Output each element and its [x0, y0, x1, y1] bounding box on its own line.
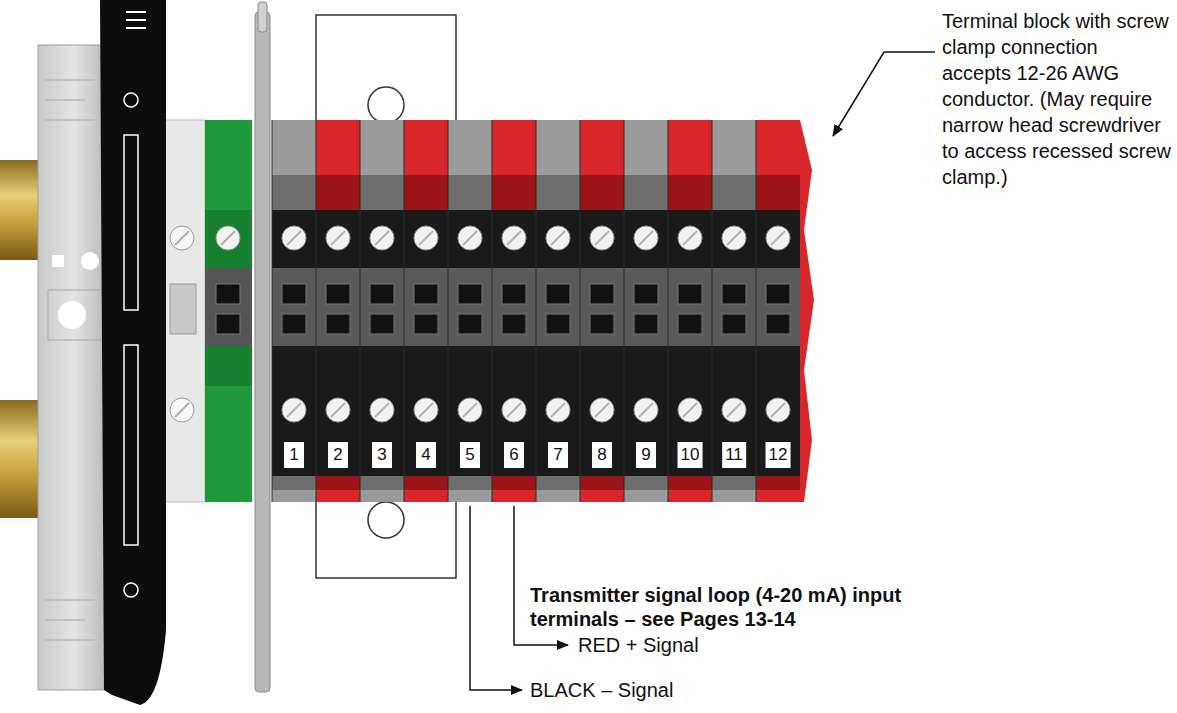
illustration-part [536, 120, 580, 502]
illustration-part [316, 15, 456, 135]
black-end-bracket [100, 0, 166, 705]
illustration-part [124, 583, 138, 597]
illustration-part [216, 284, 240, 304]
illustration-part [404, 120, 448, 502]
mounting-bracket [316, 15, 456, 578]
illustration-part [45, 620, 85, 621]
signal-name: BLACK – Signal [530, 678, 673, 702]
illustration-part [124, 93, 138, 107]
illustration-part [170, 226, 194, 250]
terminal-number: 8 [592, 442, 612, 468]
illustration-part [470, 506, 522, 690]
terminal-number: 12 [766, 442, 791, 468]
illustration-part [81, 252, 99, 270]
illustration-part [170, 398, 194, 422]
illustration-part [45, 600, 95, 601]
illustration-part [258, 2, 267, 32]
illustration-part [175, 231, 189, 245]
illustration-part [712, 120, 756, 502]
terminal-number: 1 [284, 442, 304, 468]
illustration-part [360, 120, 404, 502]
illustration-part [368, 87, 404, 123]
illustration-part [48, 290, 103, 340]
terminal-number: 11 [722, 442, 746, 468]
illustration-part [205, 268, 252, 346]
terminal-number: 6 [504, 442, 524, 468]
terminal-number: 4 [416, 442, 436, 468]
terminal-number: 3 [372, 442, 392, 468]
illustration-part [668, 120, 712, 502]
illustration-part [126, 27, 146, 29]
illustration-part [316, 120, 360, 502]
illustration-part [255, 12, 270, 692]
terminal-number: 2 [328, 442, 348, 468]
terminal-number: 9 [636, 442, 656, 468]
connector-body [38, 45, 110, 690]
illustration-part [833, 52, 935, 136]
leader-lines [470, 52, 935, 690]
illustration-part [38, 45, 110, 690]
illustration-part [221, 231, 235, 245]
illustration-part [800, 120, 814, 502]
illustration-part [45, 100, 85, 101]
illustration-part [580, 120, 624, 502]
illustration-part [126, 11, 146, 13]
illustration-part [126, 19, 146, 21]
terminal-number: 5 [460, 442, 480, 468]
illustration-part [205, 120, 252, 502]
callout-note: Terminal block with screw clamp connecti… [942, 8, 1172, 190]
illustration-part [124, 135, 138, 310]
illustration-part [205, 210, 252, 268]
illustration-part [124, 345, 138, 545]
illustration-part [448, 120, 492, 502]
illustration-part [272, 120, 316, 502]
illustration-part [52, 255, 64, 267]
illustration-part [492, 120, 536, 502]
illustration-part [45, 120, 95, 121]
terminal-number: 10 [678, 442, 703, 468]
illustration-part [756, 120, 800, 502]
terminal-number: 7 [548, 442, 568, 468]
illustration-part [100, 0, 166, 705]
illustration-part [175, 403, 189, 417]
signal-name: RED + Signal [578, 633, 699, 657]
illustration-part [58, 301, 86, 329]
illustration-part [368, 502, 404, 538]
illustration-part [624, 120, 668, 502]
illustration-part [165, 120, 205, 502]
end-terminals [165, 120, 252, 502]
illustration-part [205, 346, 252, 386]
illustration-part [216, 226, 240, 250]
terminal-row [272, 120, 814, 502]
illustration-part [45, 640, 95, 641]
callout-heading: Transmitter signal loop (4-20 mA) input … [530, 583, 925, 631]
illustration-part [216, 314, 240, 334]
illustration-part [45, 80, 95, 81]
illustration-part [170, 284, 196, 334]
end-plate [255, 2, 270, 692]
